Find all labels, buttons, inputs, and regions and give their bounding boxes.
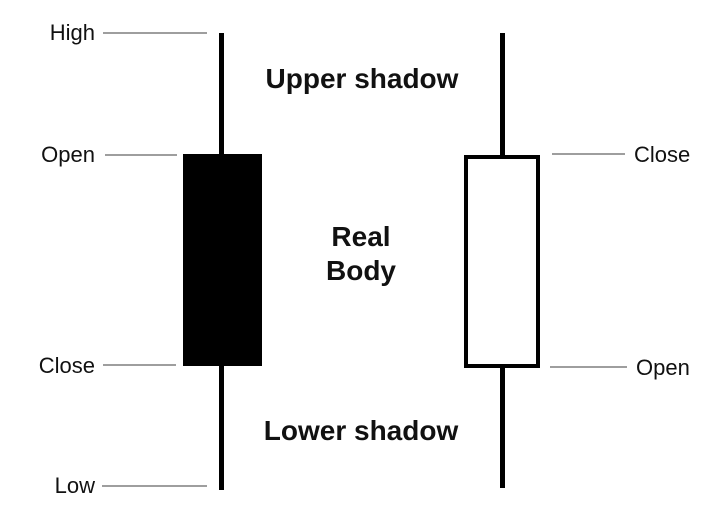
label-open-right: Open bbox=[636, 355, 690, 380]
label-low: Low bbox=[54, 473, 95, 498]
leader-line-close-right bbox=[552, 153, 625, 155]
bearish-lower-wick bbox=[219, 366, 224, 490]
bearish-upper-wick bbox=[219, 33, 224, 154]
label-open-left: Open bbox=[41, 142, 95, 167]
leader-line-high bbox=[103, 32, 207, 34]
label-close-left: Close bbox=[38, 353, 95, 378]
bullish-lower-wick bbox=[500, 368, 505, 488]
annotation-real-body-line1: Real bbox=[331, 221, 391, 252]
annotation-lower-shadow: Lower shadow bbox=[263, 415, 459, 446]
label-high: High bbox=[49, 20, 95, 45]
leader-line-open-left bbox=[105, 154, 177, 156]
leader-line-close-left bbox=[103, 364, 176, 366]
bullish-candle-body bbox=[464, 155, 540, 368]
annotation-upper-shadow: Upper shadow bbox=[265, 63, 459, 94]
annotation-real-body: Real Body bbox=[281, 220, 441, 288]
bearish-candle-body bbox=[183, 154, 262, 366]
bullish-upper-wick bbox=[500, 33, 505, 155]
label-close-right: Close bbox=[634, 142, 691, 167]
annotation-real-body-line2: Body bbox=[326, 255, 396, 286]
leader-line-low bbox=[102, 485, 207, 487]
leader-line-open-right bbox=[550, 366, 627, 368]
